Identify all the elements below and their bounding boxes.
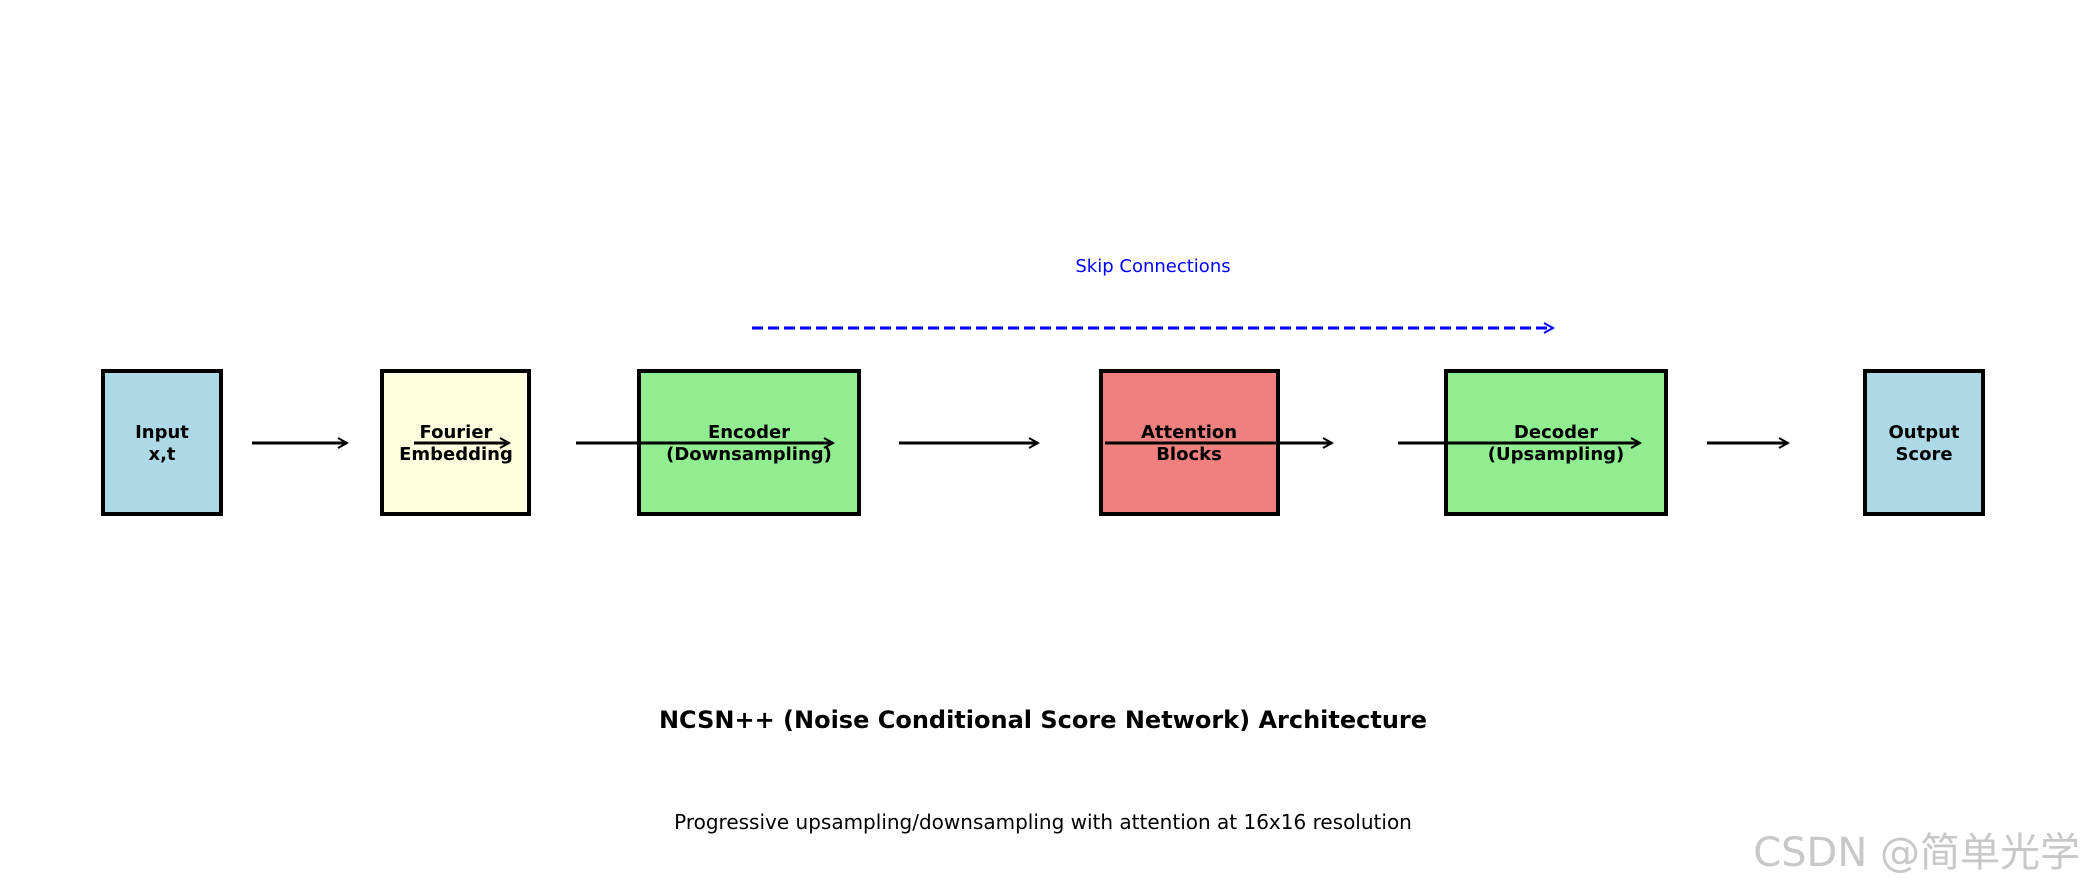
watermark-text: CSDN @简单光学 bbox=[1753, 830, 2080, 876]
block-fourier-line-1: Fourier bbox=[420, 422, 493, 443]
block-decoder-line-1: Decoder bbox=[1514, 422, 1598, 443]
block-attention-line-2: Blocks bbox=[1156, 444, 1222, 465]
block-decoder-line-2: (Upsampling) bbox=[1488, 444, 1625, 465]
block-fourier-line-2: Embedding bbox=[399, 444, 513, 465]
block-input-line-1: Input bbox=[135, 422, 189, 443]
diagram-subtitle: Progressive upsampling/downsampling with… bbox=[674, 810, 1412, 834]
block-output-line-1: Output bbox=[1888, 422, 1959, 443]
skip-connections-label: Skip Connections bbox=[1075, 256, 1230, 277]
block-attention-line-1: Attention bbox=[1141, 422, 1237, 443]
block-input-line-2: x,t bbox=[148, 444, 175, 465]
diagram-title: NCSN++ (Noise Conditional Score Network)… bbox=[659, 706, 1427, 734]
block-encoder-line-1: Encoder bbox=[708, 422, 790, 443]
block-input: Input x,t bbox=[101, 369, 223, 516]
block-encoder-line-2: (Downsampling) bbox=[666, 444, 832, 465]
block-output-line-2: Score bbox=[1895, 444, 1952, 465]
block-output: Output Score bbox=[1863, 369, 1985, 516]
